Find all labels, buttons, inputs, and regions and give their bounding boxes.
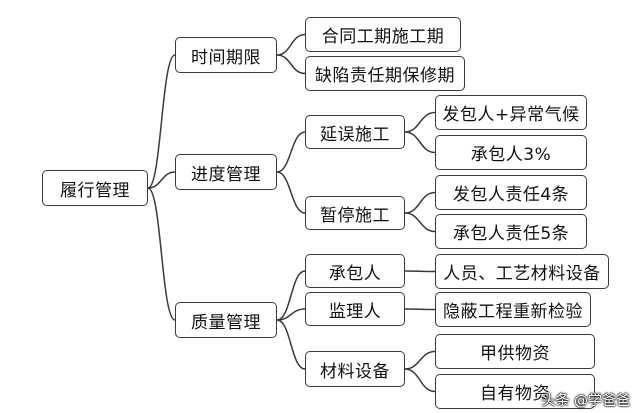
- leaf-defect-liability-period: 缺陷责任期保修期: [305, 56, 465, 91]
- root-node: 履行管理: [42, 170, 148, 206]
- leaf-hidden-works-reinspection: 隐蔽工程重新检验: [435, 292, 591, 327]
- connector-sub-suspension-to-leaf-employer-4: [404, 191, 436, 214]
- connector-sub-delay-to-leaf-contractor-3pct: [404, 131, 436, 154]
- connector-category-quality-to-sub-supervisor: [276, 308, 306, 321]
- connector-sub-suspension-to-leaf-contractor-5: [404, 212, 436, 233]
- connector-sub-contractor-to-leaf-personnel-materials: [404, 270, 436, 273]
- leaf-owner-supplied: 甲供物资: [435, 334, 595, 369]
- watermark: 头条 @学爸爸: [541, 393, 630, 409]
- leaf-employer-4: 发包人责任4条: [435, 175, 587, 210]
- connector-sub-materials-equipment-to-leaf-self-supplied: [404, 368, 436, 393]
- leaf-contractor-5: 承包人责任5条: [435, 214, 587, 249]
- category-quality: 质量管理: [175, 302, 277, 338]
- sub-supervisor: 监理人: [305, 292, 405, 326]
- connector-category-schedule-to-sub-delay: [276, 131, 306, 173]
- connector-root-node-to-category-time-limit: [147, 54, 176, 189]
- sub-contractor: 承包人: [305, 254, 405, 288]
- category-schedule: 进度管理: [175, 154, 277, 190]
- connector-category-time-limit-to-leaf-defect-liability-period: [276, 54, 306, 75]
- connector-category-schedule-to-sub-suspension: [276, 171, 306, 214]
- connector-sub-supervisor-to-leaf-hidden-works-reinspection: [404, 308, 436, 311]
- connector-category-time-limit-to-leaf-contract-period: [276, 33, 306, 56]
- leaf-employer-weather: 发包人+异常气候: [435, 95, 587, 130]
- category-time-limit: 时间期限: [175, 37, 277, 73]
- leaf-contract-period: 合同工期施工期: [305, 17, 461, 52]
- sub-delay: 延误施工: [305, 115, 405, 149]
- sub-materials-equipment: 材料设备: [305, 351, 405, 387]
- sub-suspension: 暂停施工: [305, 196, 405, 230]
- connector-sub-delay-to-leaf-employer-weather: [404, 111, 436, 133]
- connector-category-quality-to-sub-materials-equipment: [276, 319, 306, 370]
- connector-root-node-to-category-quality: [147, 187, 176, 321]
- leaf-self-supplied: 自有物资: [435, 374, 595, 409]
- connector-root-node-to-category-schedule: [147, 171, 176, 189]
- connector-category-quality-to-sub-contractor: [276, 270, 306, 321]
- leaf-contractor-3pct: 承包人3%: [435, 135, 587, 170]
- leaf-personnel-materials: 人员、工艺材料设备: [435, 254, 609, 289]
- connector-sub-materials-equipment-to-leaf-owner-supplied: [404, 350, 436, 370]
